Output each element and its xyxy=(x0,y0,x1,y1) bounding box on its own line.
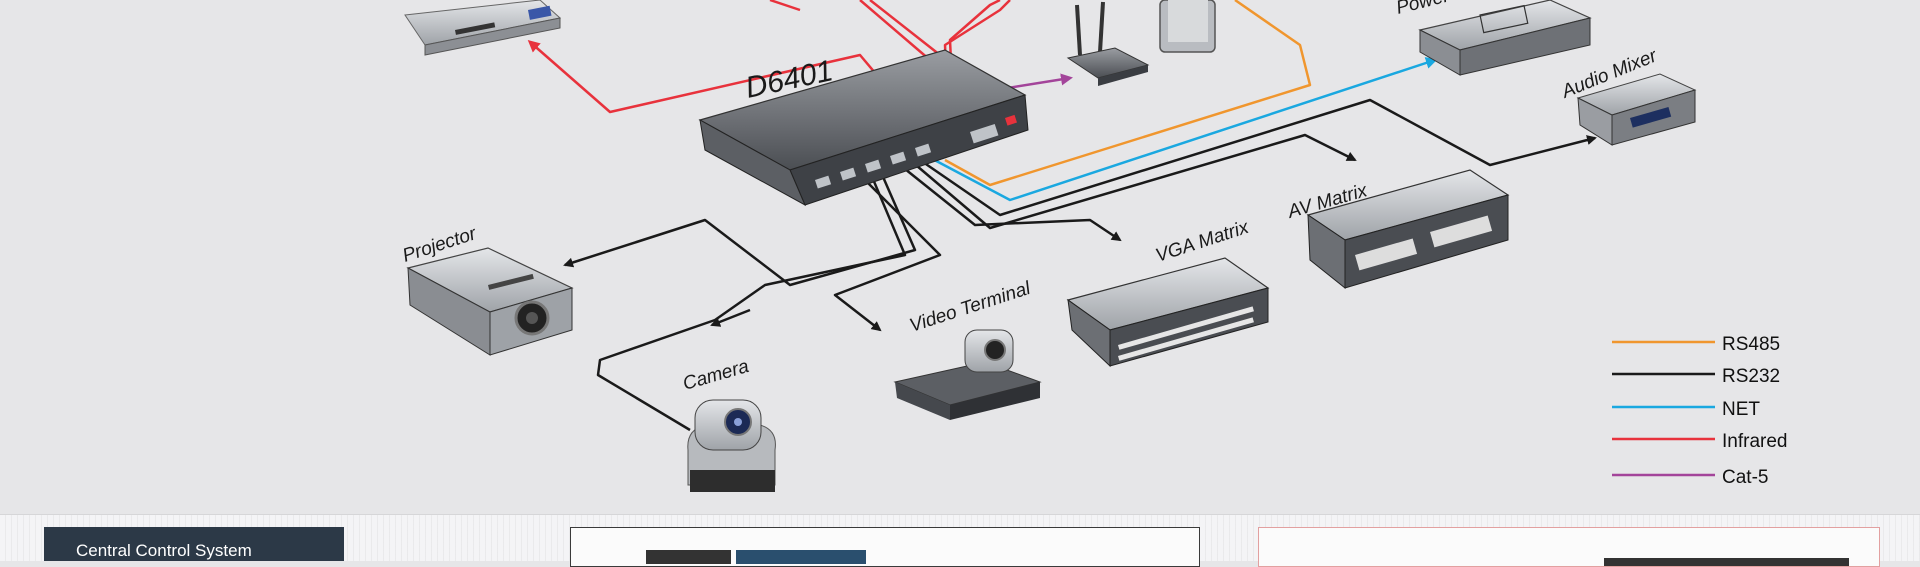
product-thumbnail-1 xyxy=(646,550,731,564)
power-device xyxy=(1418,0,1592,76)
power-label: Power xyxy=(1394,0,1452,19)
controller-device xyxy=(698,49,1029,207)
audio-mixer-device xyxy=(1576,73,1697,146)
video-terminal-device xyxy=(893,329,1042,420)
vga-matrix-device xyxy=(1066,257,1270,368)
central-control-panel-title[interactable]: Central Control System xyxy=(44,527,344,561)
rs232-cable-audio-mixer xyxy=(919,98,1597,217)
bottom-strip: Central Control System xyxy=(0,514,1920,567)
legend-label-rs232: RS232 xyxy=(1722,366,1780,387)
av-matrix-device xyxy=(1306,169,1510,290)
tablet-device xyxy=(1159,0,1216,53)
product-thumbnail-2 xyxy=(736,550,866,564)
infrared-cable-top xyxy=(769,0,801,12)
product-thumbnail-3 xyxy=(1604,558,1849,566)
cables xyxy=(527,0,1597,432)
connection-diagram: D6401 Power Audio Mixer AV Matrix xyxy=(400,0,1787,492)
vga-matrix-label: VGA Matrix xyxy=(1153,217,1253,267)
camera-label: Camera xyxy=(681,356,752,395)
media-player-device xyxy=(404,0,562,56)
rs232-cable-projector xyxy=(563,169,917,287)
legend-label-infrared: Infrared xyxy=(1722,431,1787,452)
router-device xyxy=(1066,1,1150,86)
rs232-cable-camera xyxy=(596,171,907,432)
legend: RS485 RS232 NET Infrared Cat-5 xyxy=(1612,334,1787,488)
legend-label-rs485: RS485 xyxy=(1722,334,1780,355)
rs232-cable-vga-matrix xyxy=(899,164,1122,242)
net-cable-power xyxy=(924,57,1438,202)
product-panel-middle[interactable] xyxy=(570,527,1200,567)
rs232-cable-video-terminal xyxy=(833,174,942,332)
rs232-cable-av-matrix xyxy=(909,133,1357,230)
camera-device xyxy=(687,399,776,492)
product-panel-right[interactable] xyxy=(1258,527,1880,567)
legend-label-net: NET xyxy=(1722,399,1760,420)
projector-device xyxy=(406,247,574,356)
rs232-camera-arrow xyxy=(710,308,751,327)
legend-label-cat5: Cat-5 xyxy=(1722,467,1768,488)
rs485-cable xyxy=(944,0,1312,187)
video-terminal-label: Video Terminal xyxy=(907,278,1034,337)
